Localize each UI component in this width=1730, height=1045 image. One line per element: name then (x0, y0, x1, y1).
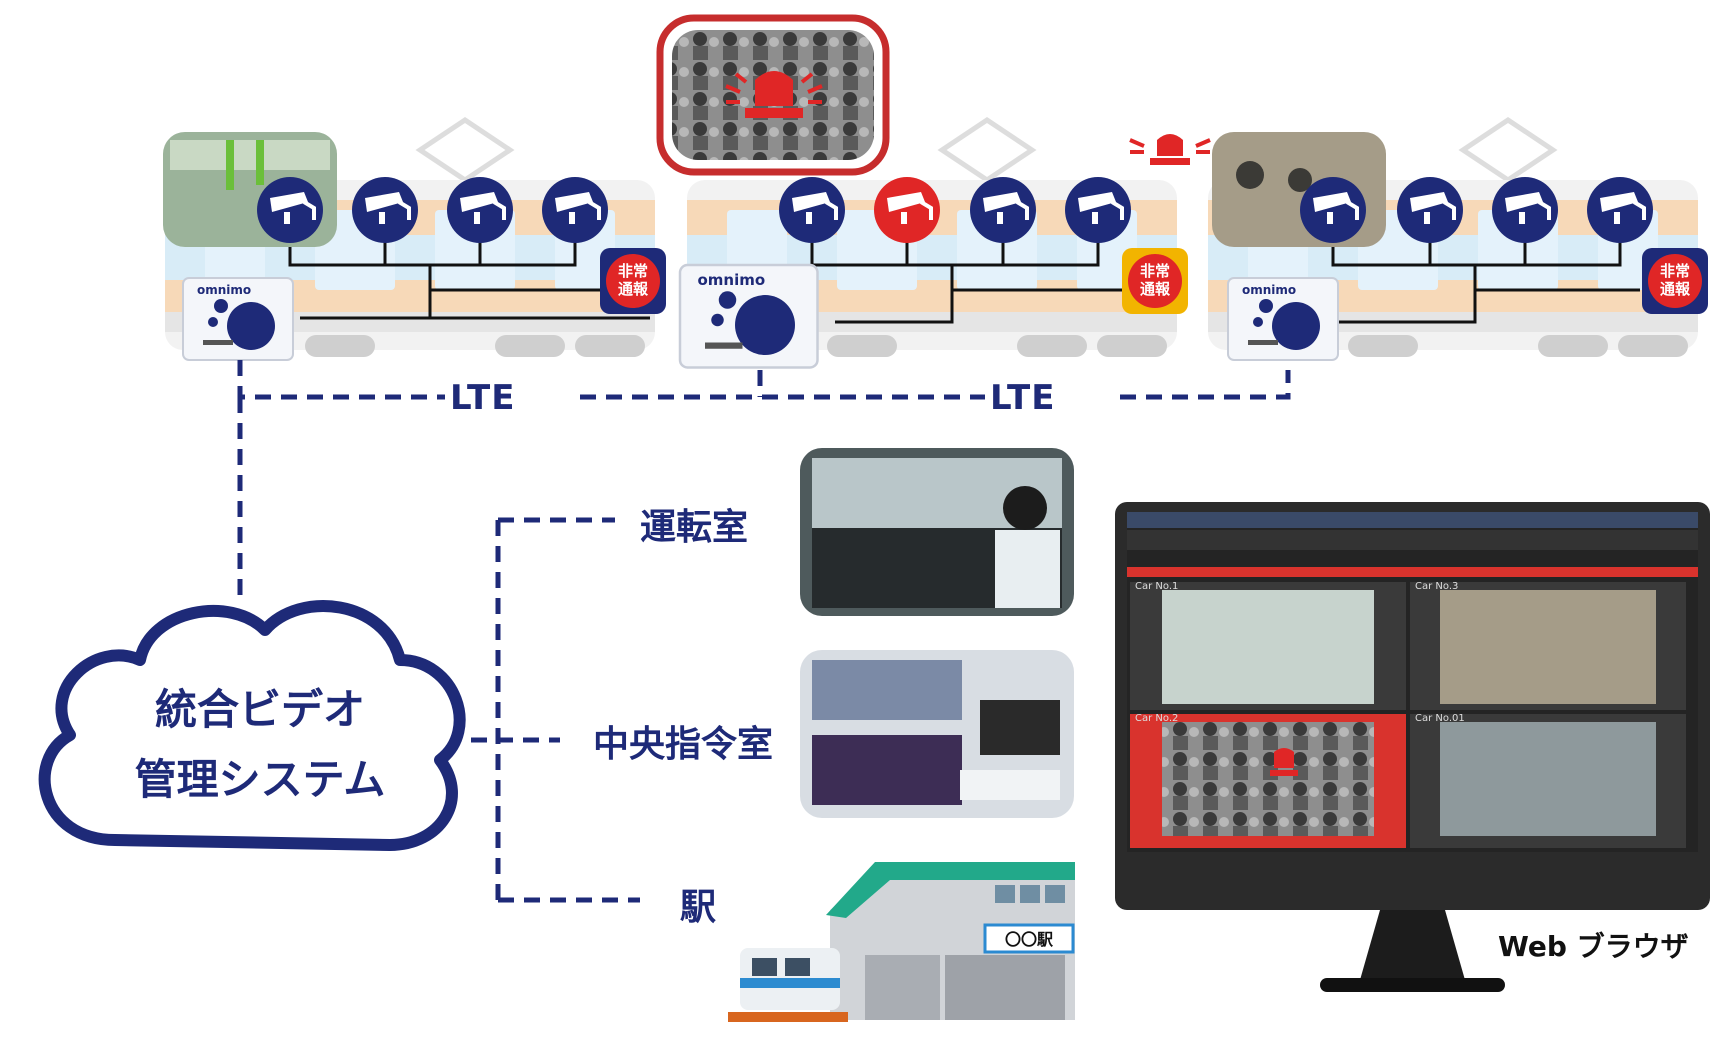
alert-camera-icon (872, 175, 942, 245)
web-browser-label: Web ブラウザ (1498, 930, 1689, 963)
svg-text:非常: 非常 (1660, 262, 1690, 280)
lte-label-right: LTE (990, 378, 1056, 418)
emergency-line1: 非常 (618, 262, 648, 280)
svg-text:omnimo: omnimo (197, 283, 251, 297)
svg-text:omnimo: omnimo (698, 271, 766, 289)
camera-icon (1490, 175, 1560, 245)
car-wiring (288, 235, 1640, 324)
camera-icon (445, 175, 515, 245)
camera-icon (540, 175, 610, 245)
emergency-button-active-icon: 非常 通報 (1122, 248, 1188, 314)
lte-network-links (237, 360, 1291, 605)
omnimo-router-car1: omnimo (182, 277, 294, 361)
camera-icon (255, 175, 325, 245)
svg-text:通報: 通報 (1660, 280, 1691, 298)
monitor-display (1115, 502, 1710, 992)
cloud-shape (38, 600, 466, 851)
svg-text:非常: 非常 (1140, 262, 1170, 280)
monitor-tile-label-4: Car No.01 (1415, 713, 1465, 724)
emergency-button-icon: 非常 通報 (600, 248, 666, 314)
svg-text:omnimo: omnimo (1242, 283, 1296, 297)
camera-icon (1063, 175, 1133, 245)
destination-station: 駅 (680, 887, 717, 928)
monitor-tile-label-3: Car No.2 (1135, 713, 1179, 724)
cloud-system-title: 統合ビデオ 管理システム (70, 675, 450, 815)
destination-control-center: 中央指令室 (593, 724, 774, 765)
system-title-line2: 管理システム (134, 755, 386, 804)
omnimo-router-car2: omnimo (678, 263, 819, 369)
monitor-tile-label-2: Car No.3 (1415, 581, 1459, 592)
camera-icon (1585, 175, 1655, 245)
station-sign: 〇〇駅 (1005, 930, 1054, 949)
alarm-light-icon (725, 71, 823, 118)
station-building-icon: 〇〇駅 (728, 862, 1075, 1022)
emergency-button-icon: 非常 通報 (1642, 248, 1708, 314)
monitor-tile-label-1: Car No.1 (1135, 581, 1179, 592)
camera-icon (777, 175, 847, 245)
control-room-photo (800, 650, 1074, 818)
svg-text:通報: 通報 (1140, 280, 1171, 298)
camera-icon (1298, 175, 1368, 245)
camera-icon (1395, 175, 1465, 245)
alarm-light-small-icon (1129, 134, 1211, 165)
lte-label-left: LTE (450, 378, 516, 418)
emergency-line2: 通報 (618, 280, 649, 298)
camera-icon (968, 175, 1038, 245)
omnimo-router-car3: omnimo (1227, 277, 1339, 361)
destination-links (445, 517, 640, 903)
driver-cab-photo (800, 448, 1074, 616)
camera-icon (350, 175, 420, 245)
system-title-line1: 統合ビデオ (154, 685, 365, 734)
destination-cab: 運転室 (640, 507, 749, 548)
